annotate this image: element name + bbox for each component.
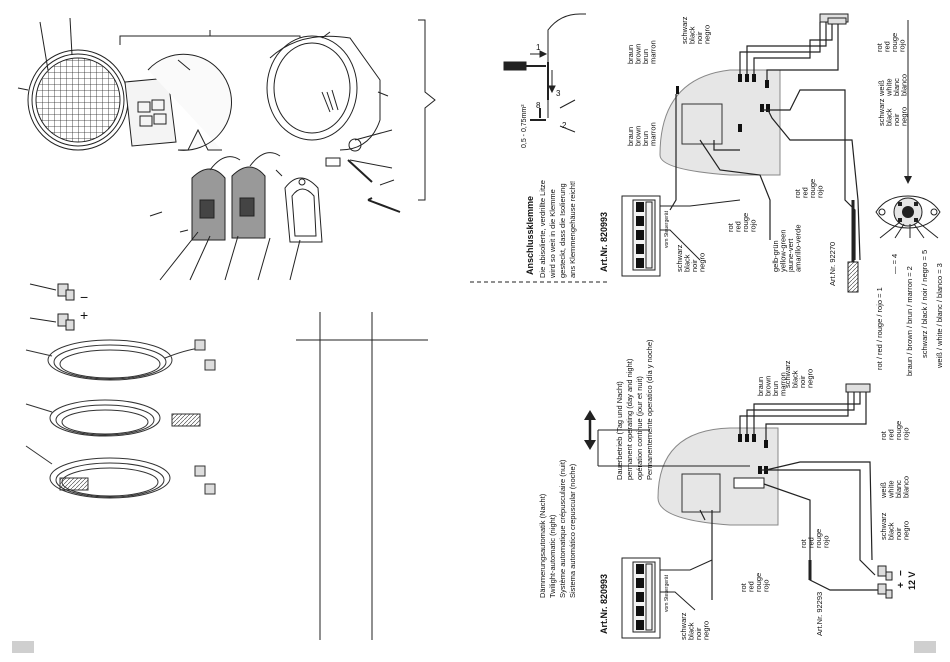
label-red-bottom-3: rotredrougerojo <box>739 573 771 592</box>
pinout-labels: rot / red / rouge / rojo = 1 — = 4 braun… <box>875 250 944 376</box>
clamp-step-3: 3 <box>556 89 561 98</box>
mode-arrow <box>584 410 750 467</box>
art-nr-cable-top: Art.Nr. 92270 <box>828 242 837 286</box>
power-voltage: 12 V <box>907 571 917 590</box>
circuit-bottom <box>584 383 893 639</box>
label-white-bottom: weißwhiteblancblanco <box>879 476 911 499</box>
label-black-top-1: schwarzblacknoirnegro <box>680 16 712 44</box>
mode-permanent: Dauerbetrieb (Tag und Nacht)permanent op… <box>615 339 654 480</box>
housing-bracket <box>418 19 436 201</box>
clamp-line-4: ans Klemmengehäuse reicht! <box>568 181 577 278</box>
mounting-plate <box>284 177 323 243</box>
pinout-3: weiß / white / blanc / blanco = 3 <box>935 263 944 369</box>
label-red-top-3: rotredrougerojo <box>726 213 758 232</box>
label-black-top-2: schwarzblacknoirnegro <box>877 98 909 126</box>
label-yellow-green: gelb-grünyellow-greenjaune-vertamarillo-… <box>771 224 803 273</box>
clamp-line-1: Die abisolierte, verdrillte Litze <box>538 180 547 278</box>
label-black-bottom-2: schwarzblacknoirnegro <box>879 512 911 540</box>
label-white-top: weißwhiteblancblanco <box>877 74 909 97</box>
callout-lines-bottom <box>159 129 395 281</box>
connector-bottom <box>845 383 871 393</box>
pcb-outline-bottom <box>657 427 779 526</box>
reflector-shield <box>119 30 301 151</box>
clamp-wire-size: 0,5 - 0,75mm² <box>521 104 528 148</box>
circuit-top <box>621 13 941 293</box>
reflector-plate <box>124 77 177 147</box>
coiled-cable-2 <box>25 399 201 437</box>
pinout-5: schwarz / black / noir / negro = 5 <box>920 250 929 358</box>
clamp-detail <box>503 13 586 133</box>
electronics-board-1 <box>191 156 241 241</box>
label-black-top-3: schwarzblacknoirnegro <box>675 244 707 272</box>
pinout-4: — = 4 <box>890 254 899 274</box>
art-nr-module-bottom: Art.Nr. 820993 <box>599 574 609 634</box>
art-nr-cable-bottom: Art.Nr. 92293 <box>815 592 824 636</box>
connector-top <box>819 13 849 25</box>
terminal-plus-label: + <box>80 307 88 323</box>
clamp-line-2: wird so weit in die Klemme <box>548 189 557 279</box>
label-black-bottom-1: schwarzblacknoirnegro <box>783 360 815 388</box>
label-red-bottom-2: rotredrougerojo <box>799 529 831 548</box>
clamp-step-1: 1 <box>536 43 541 52</box>
label-brown-bottom: braunbrownbrunmarron <box>756 372 788 396</box>
label-red-top-1: rotredrougerojo <box>875 33 907 52</box>
from-control-unit-bottom: vom Steuergerät <box>664 574 670 612</box>
pinout-2: braun / brown / brun / marron = 2 <box>905 266 914 376</box>
jumper-bottom <box>733 477 765 489</box>
dip-module-top <box>621 195 661 277</box>
from-control-unit-top: vom Steuergerät <box>664 210 670 248</box>
label-red-bottom-1: rotredrougerojo <box>879 421 911 440</box>
parts-table <box>296 312 428 640</box>
power-plus: + <box>896 582 907 588</box>
battery-terminals <box>877 565 893 599</box>
electronics-board-2 <box>231 152 281 239</box>
screw-line-1 <box>17 87 29 91</box>
mode-twilight: Dämmerungsautomatik (Nacht)Twilight-auto… <box>538 459 577 598</box>
hardware-parts <box>149 157 401 233</box>
coiled-cable-1 <box>25 339 216 381</box>
callout-2 <box>69 17 73 56</box>
clamp-line-3: gesteckt, dass die Isolierung <box>558 183 567 278</box>
wire-labels-top: braunbrownbrunmarron schwarzblacknoirneg… <box>599 16 909 286</box>
label-black-bottom-3: schwarzblacknoirnegro <box>679 612 711 640</box>
label-brown-top-1: braunbrownbrunmarron <box>626 40 658 64</box>
dip-module-bottom <box>621 557 661 639</box>
page-corner-left <box>12 641 34 653</box>
round-socket <box>875 195 941 239</box>
power-minus: − <box>896 570 907 576</box>
cable-92270 <box>847 200 859 293</box>
clamp-title: Anschlussklemme <box>525 196 535 275</box>
arrow-head <box>904 176 912 184</box>
front-grille <box>27 49 129 151</box>
housing <box>266 31 389 152</box>
pinout-1: rot / red / rouge / rojo = 1 <box>875 287 884 370</box>
wire-labels-bottom: Dämmerungsautomatik (Nacht)Twilight-auto… <box>538 339 917 640</box>
label-red-top-2: rotredrougerojo <box>793 179 825 198</box>
clamp-step-2: 2 <box>562 121 567 130</box>
callout-1 <box>39 21 49 71</box>
label-brown-top-2: braunbrownbrunmarron <box>626 122 658 146</box>
terminal-plus-minus <box>29 283 75 331</box>
page-corner-right <box>914 641 936 653</box>
pcb-outline-top <box>659 69 781 176</box>
exploded-view <box>17 17 436 281</box>
clamp-dim-8: 8 <box>536 101 541 110</box>
coiled-cable-3 <box>25 445 216 499</box>
terminal-minus-label: − <box>80 289 88 305</box>
art-nr-module-top: Art.Nr. 820993 <box>599 212 609 272</box>
